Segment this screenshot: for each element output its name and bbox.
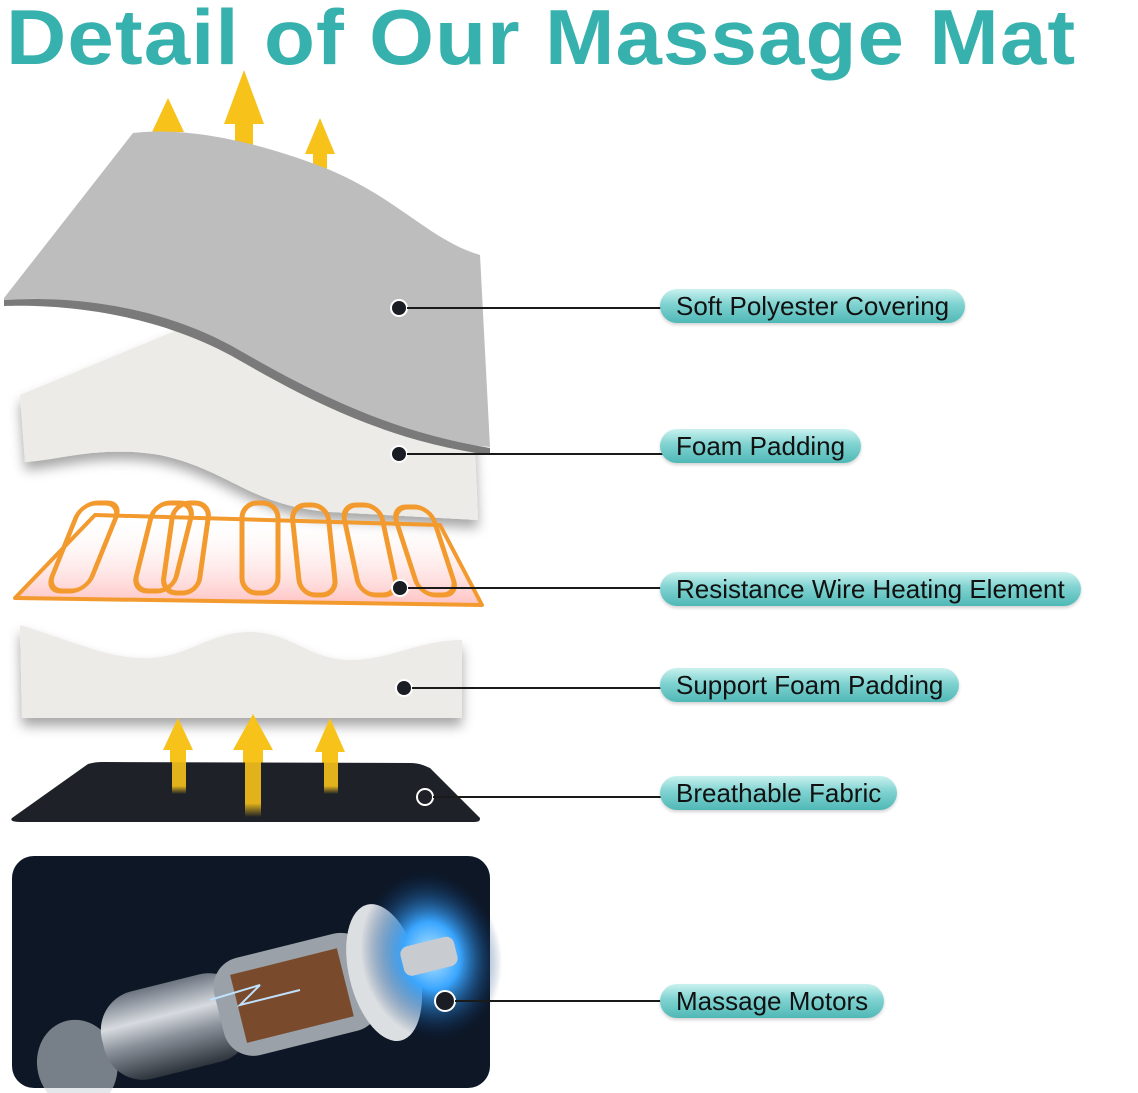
support-foam-shape [20,625,462,718]
cover-shape [4,131,490,447]
leader-line [433,796,665,798]
marker-dot [434,990,456,1012]
leader-line [407,307,665,309]
leader-line [455,1000,665,1002]
label-breathable-fabric: Breathable Fabric [660,776,898,810]
leader-line [407,453,665,455]
heating-element-shape [13,500,484,607]
label-soft-polyester-covering: Soft Polyester Covering [660,289,966,323]
marker-dot [395,679,413,697]
label-massage-motors: Massage Motors [660,984,885,1018]
label-support-foam-padding: Support Foam Padding [660,668,960,702]
label-resistance-wire-heating-element: Resistance Wire Heating Element [660,572,1081,606]
marker-ring [416,788,434,806]
motor-image [12,856,503,1093]
page-title: Detail of Our Massage Mat [6,0,1077,81]
label-foam-padding: Foam Padding [660,429,862,463]
marker-dot [390,445,408,463]
marker-dot [390,299,408,317]
leader-line [408,587,665,589]
leader-line [412,687,665,689]
marker-dot [391,579,409,597]
